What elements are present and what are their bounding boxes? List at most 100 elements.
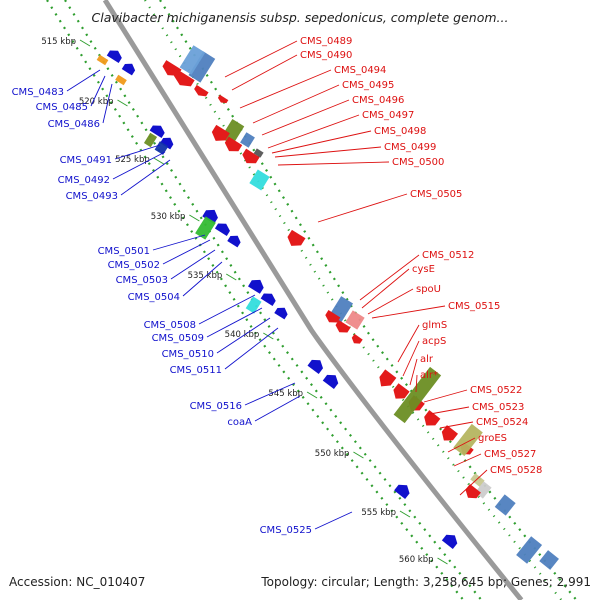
forward-gene-arrow [211, 124, 230, 141]
forward-gene-arrow [379, 369, 397, 387]
scale-tick [437, 557, 448, 565]
forward-label-leader [415, 374, 418, 393]
reverse-gene-label: CMS_0502 [108, 260, 160, 271]
scale-label: 540 kbp [225, 330, 260, 340]
reverse-gene-label: CMS_0492 [58, 175, 110, 186]
forward-label-leader [261, 99, 350, 136]
reverse-gene-label: CMS_0501 [98, 246, 150, 257]
gene-box [188, 51, 216, 83]
forward-gene-arrow [351, 333, 363, 344]
reverse-gene-arrow [160, 137, 174, 150]
gene-rect [453, 423, 483, 457]
gene-box [220, 118, 245, 146]
gene-box [516, 536, 543, 564]
reverse-gene-label: CMS_0511 [170, 365, 222, 376]
forward-gene-label: glmS [422, 320, 447, 331]
forward-gene-label: CMS_0515 [448, 301, 500, 312]
forward-label-leader [402, 340, 420, 377]
gene-arrow [227, 235, 241, 248]
reverse-label-leader [254, 395, 301, 422]
forward-label-leader [274, 146, 382, 158]
forward-gene-arrow [393, 383, 410, 399]
reverse-gene-label: CMS_0516 [190, 401, 242, 412]
gene-rect [539, 550, 559, 570]
forward-gene-arrow [441, 425, 459, 441]
scale-tick [353, 451, 364, 459]
forward-gene-label: CMS_0496 [352, 95, 404, 106]
forward-gene-arrow [194, 84, 209, 97]
forward-gene-label: CMS_0499 [384, 142, 436, 153]
gene-rect [179, 45, 206, 75]
forward-gene-arrow [217, 94, 229, 104]
gene-box [245, 296, 262, 314]
forward-gene-label: CMS_0489 [300, 36, 352, 47]
gene-arrow [106, 50, 122, 63]
gene-box [494, 494, 516, 516]
reverse-gene-label: CMS_0509 [152, 333, 204, 344]
scale-tick [306, 391, 318, 399]
forward-gene-arrow [224, 136, 243, 152]
gene-arrow [274, 307, 288, 320]
gene-arrow [351, 333, 363, 344]
gene-box [345, 310, 365, 330]
map-title: Clavibacter michiganensis subsp. sepedon… [91, 10, 509, 25]
forward-gene-label: CMS_0500 [392, 157, 444, 168]
dotted-track [144, 0, 563, 600]
reverse-gene-label: coaA [227, 417, 252, 428]
forward-label-leader [359, 254, 420, 301]
forward-label-leader [459, 469, 488, 496]
gene-box [249, 169, 270, 191]
gene-arrow [173, 69, 195, 87]
forward-gene-arrow [424, 410, 441, 426]
forward-label-leader [252, 84, 340, 124]
forward-label-leader [371, 305, 446, 319]
reverse-gene-label: CMS_0493 [66, 191, 118, 202]
gene-rect [516, 536, 543, 564]
forward-gene-arrow [287, 229, 306, 246]
scale-label: 535 kbp [188, 271, 223, 281]
reverse-label-leader [170, 249, 216, 280]
reverse-gene-label: CMS_0503 [116, 275, 168, 286]
gene-arrow [465, 483, 481, 499]
gene-box [143, 132, 158, 148]
reverse-label-leader [206, 307, 263, 338]
gene-arrow [424, 410, 441, 426]
reverse-gene-label: CMS_0491 [60, 155, 112, 166]
gene-rect [143, 132, 158, 148]
gene-arrow [214, 223, 230, 236]
gene-arrow [211, 124, 230, 141]
forward-label-leader [267, 114, 360, 149]
forward-gene-label: CMS_0512 [422, 250, 474, 261]
scale-tick [225, 273, 237, 281]
reverse-label-leader [224, 327, 279, 370]
gene-arrow [335, 320, 351, 333]
gene-arrow [307, 359, 324, 374]
forward-label-leader [429, 406, 470, 415]
gene-rect [188, 51, 216, 83]
reverse-gene-label: CMS_0486 [48, 119, 100, 130]
dotted-track [46, 0, 465, 600]
reverse-gene-arrow [441, 534, 458, 550]
forward-gene-arrow [242, 148, 260, 164]
gene-arrow [393, 383, 410, 399]
reverse-label-leader [198, 294, 256, 325]
reverse-label-leader [114, 144, 161, 160]
reverse-gene-arrow [248, 279, 264, 294]
forward-gene-arrow [325, 310, 341, 323]
genome-summary-text: Topology: circular; Length: 3,258,645 bp… [261, 575, 591, 589]
forward-label-leader [271, 130, 372, 154]
reverse-label-leader [102, 83, 113, 124]
scale-label: 520 kbp [79, 97, 114, 107]
forward-gene-label: CMS_0505 [410, 189, 462, 200]
reverse-gene-arrow [394, 484, 410, 500]
gene-box [470, 473, 485, 487]
forward-gene-label: CMS_0494 [334, 65, 386, 76]
reverse-gene-label: CMS_0508 [144, 320, 196, 331]
gene-box [115, 74, 127, 86]
gene-arrow [217, 94, 229, 104]
gene-box [393, 366, 442, 424]
forward-label-leader [239, 69, 332, 109]
gene-arrow [160, 137, 174, 150]
scale-label: 525 kbp [115, 155, 150, 165]
